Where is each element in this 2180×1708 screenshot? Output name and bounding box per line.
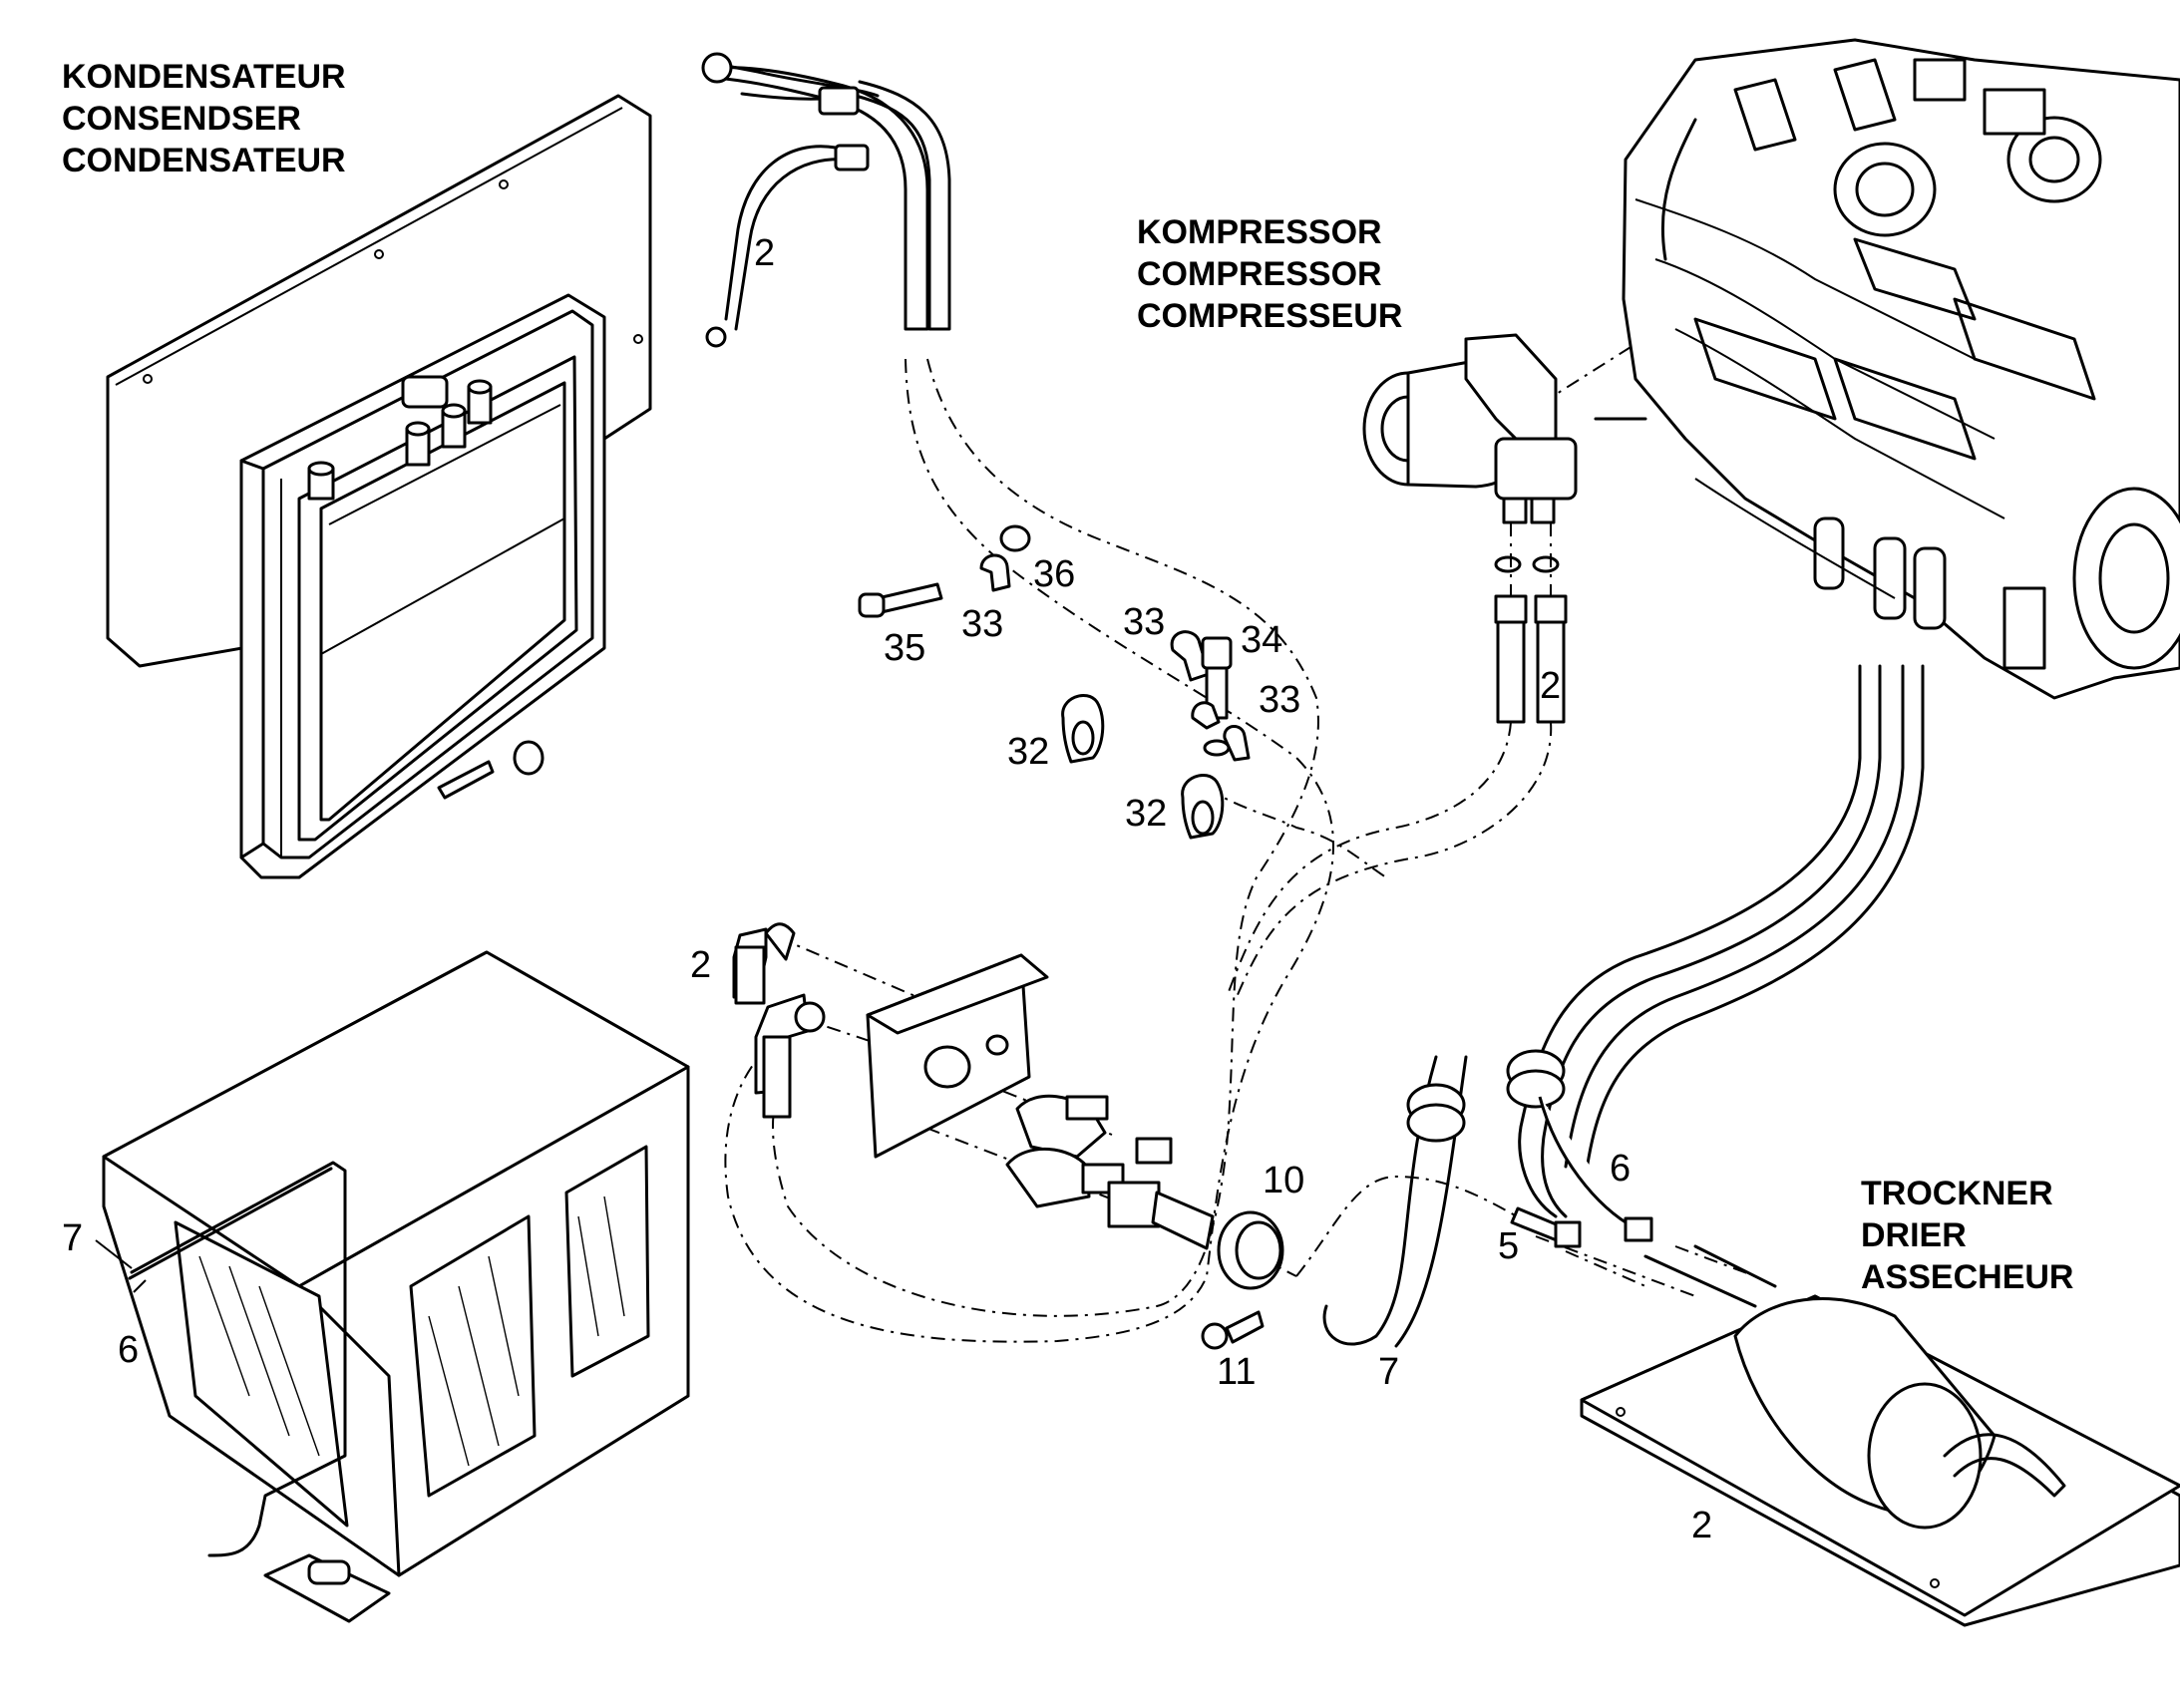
clamps-and-bolts: [858, 524, 1251, 840]
callout-33-c: 33: [1259, 679, 1301, 721]
condenser-label-fr: CONDENSATEUR: [62, 142, 346, 179]
callout-32-a: 32: [1007, 731, 1050, 773]
callout-2-drier: 2: [1691, 1505, 1713, 1546]
leader-7: [95, 1239, 133, 1269]
condenser-label: KONDENSATEUR CONSENDSER CONDENSATEUR: [62, 56, 346, 181]
callout-32-b: 32: [1125, 793, 1168, 835]
callout-36: 36: [1033, 553, 1076, 595]
callout-7-cab: 7: [62, 1217, 84, 1259]
callout-7-hose: 7: [1378, 1351, 1400, 1393]
condenser-label-de: KONDENSATEUR: [62, 58, 346, 96]
drier-assembly: [1580, 1244, 2180, 1627]
drier-label-fr: ASSECHEUR: [1861, 1258, 2074, 1296]
drier-label-en: DRIER: [1861, 1216, 1967, 1254]
leader-6: [133, 1279, 147, 1293]
cab-assembly: [102, 950, 690, 1623]
callout-2-compressor: 2: [1540, 665, 1562, 707]
callout-34: 34: [1241, 619, 1283, 661]
engine-assembly: [1540, 38, 2180, 700]
compressor-label-en: COMPRESSOR: [1137, 255, 1382, 293]
hose-to-drier: [1322, 664, 1925, 1348]
callout-33-a: 33: [961, 603, 1004, 645]
callout-6-cab: 6: [118, 1329, 140, 1371]
compressor-assembly: [1362, 333, 1578, 724]
callout-11: 11: [1217, 1351, 1257, 1393]
condenser-assembly: [106, 94, 652, 879]
bulkhead-fittings: [732, 922, 1284, 1350]
drier-label-de: TROCKNER: [1861, 1175, 2053, 1212]
compressor-label: KOMPRESSOR COMPRESSOR COMPRESSEUR: [1137, 211, 1402, 337]
compressor-label-de: KOMPRESSOR: [1137, 213, 1382, 251]
hose-pipes-top: [701, 52, 951, 348]
condenser-label-en: CONSENDSER: [62, 100, 301, 138]
window-hatching: [198, 1196, 625, 1467]
callout-33-b: 33: [1123, 601, 1166, 643]
callout-2-hose: 2: [754, 232, 776, 274]
callout-10: 10: [1263, 1160, 1305, 1201]
callout-6-hose: 6: [1610, 1148, 1632, 1190]
callout-5: 5: [1498, 1225, 1520, 1267]
callout-35: 35: [884, 627, 926, 669]
callout-2-fitting: 2: [690, 944, 712, 986]
drier-label: TROCKNER DRIER ASSECHEUR: [1861, 1173, 2073, 1298]
compressor-label-fr: COMPRESSEUR: [1137, 297, 1403, 335]
